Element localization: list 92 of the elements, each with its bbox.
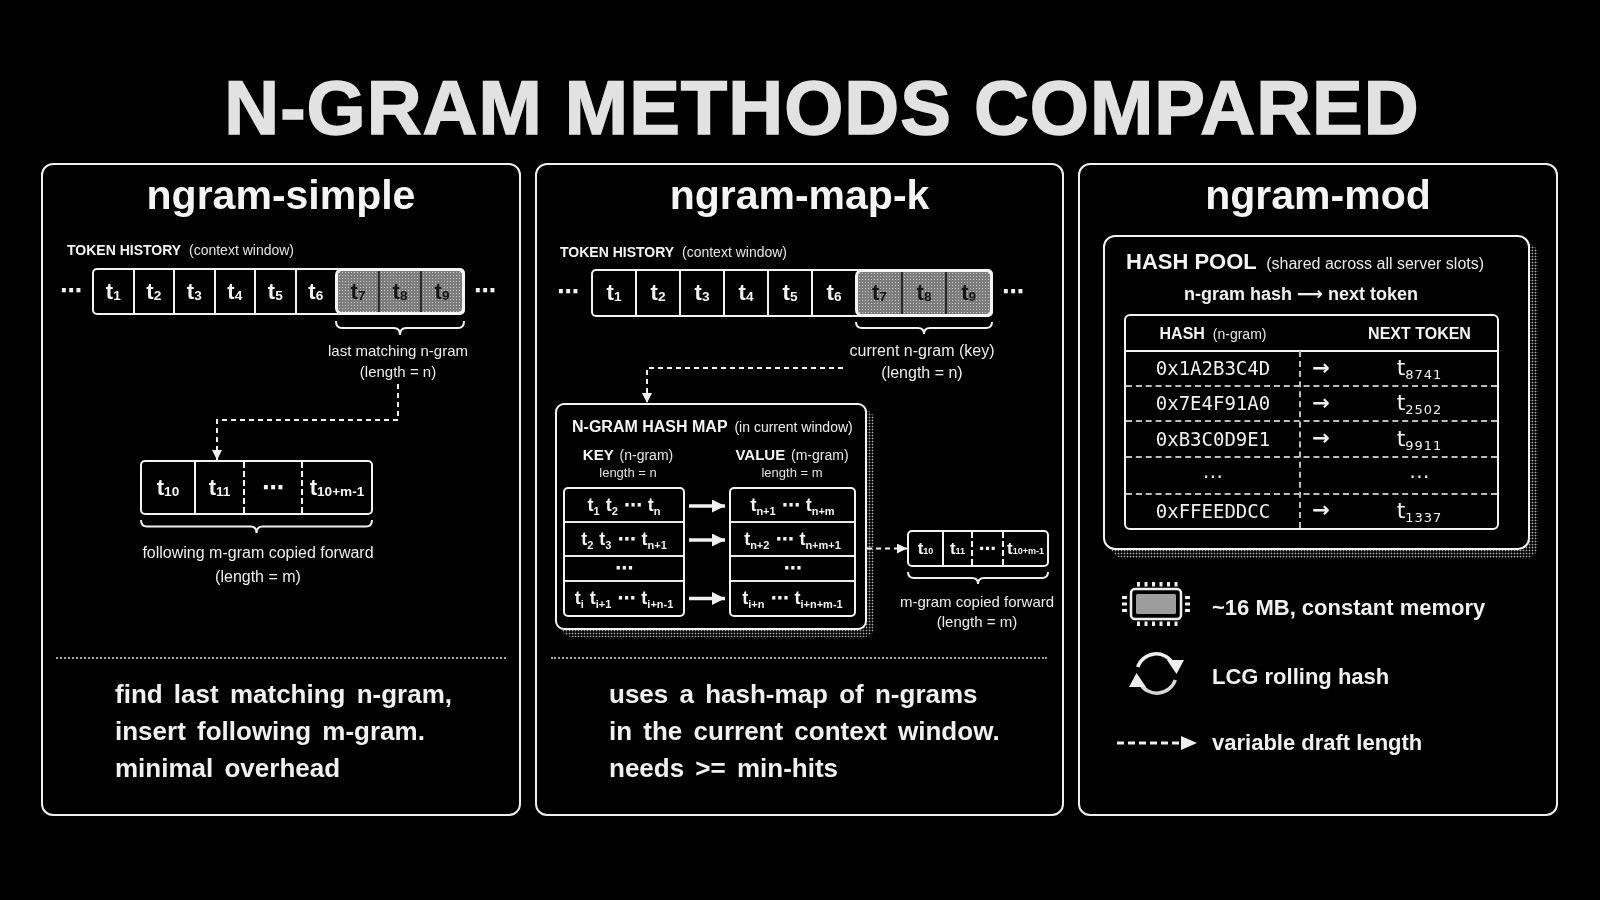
hash-value: 0x7E4F91A0 xyxy=(1155,392,1271,415)
legend-text: variable draft length xyxy=(1212,729,1423,757)
highlighted-token-group xyxy=(335,268,465,315)
output-token-strip xyxy=(140,460,373,515)
token-label: t$_{3}$ xyxy=(681,271,725,315)
token-label: t$_{6}$ xyxy=(307,277,325,306)
key-row: t$_{1}$ t$_{2}$ ⋯ t$_{n}$ xyxy=(565,489,683,523)
method-panel xyxy=(1078,163,1558,816)
description-text: uses a hash-map of n-grams in the current context window. needs >= min-hits xyxy=(609,678,1001,785)
token-label: t$_{4}$ xyxy=(215,270,256,313)
hash-pool-panel xyxy=(1103,235,1530,550)
hash-value: 0xFFEEDDCC xyxy=(1155,499,1271,523)
token-label: ⋯ xyxy=(973,532,1004,565)
token-id: t$_{9911}$ xyxy=(1396,425,1443,453)
token-label: t$_{6}$ xyxy=(825,279,843,307)
brace-caption: following m-gram copied forward (length = m) xyxy=(141,543,375,587)
token-label: t$_{7}$ xyxy=(858,272,903,314)
ellipsis: ⋯ xyxy=(1002,281,1024,303)
dashed-arrow xyxy=(642,367,844,404)
column-header: VALUE (m-gram) xyxy=(735,446,849,464)
token-label: t$_{9}$ xyxy=(960,279,978,307)
arrow xyxy=(689,499,725,513)
value-row: t$_{i+n}$ ⋯ t$_{i+n+m-1}$ xyxy=(731,582,854,615)
ellipsis: ⋯ xyxy=(60,280,82,302)
section-title: N-GRAM HASH MAP (in current window) xyxy=(572,417,853,437)
token-label: t$_{5}$ xyxy=(769,271,813,315)
token-label: t$_{1}$ xyxy=(593,271,637,315)
token-label: t$_{11}$ xyxy=(196,462,245,513)
mapping-arrow: → xyxy=(1312,498,1330,524)
hash-value: 0xB3C0D9E1 xyxy=(1155,427,1271,451)
output-token-strip xyxy=(907,530,1049,567)
token-label: t$_{5}$ xyxy=(256,270,297,313)
token-label: t$_{10+m-1}$ xyxy=(308,473,366,502)
mapping-arrow: → xyxy=(1312,390,1330,417)
feature-text: ~16 MB, constant memory xyxy=(1212,594,1486,622)
section-title: HASH POOL (shared across all server slots) xyxy=(1126,249,1485,276)
ellipsis: ⋯ xyxy=(557,281,579,303)
dashed-arrow xyxy=(866,543,908,554)
token-strip xyxy=(591,269,993,317)
token-label: t$_{7}$ xyxy=(338,271,380,312)
value-row: t$_{n+2}$ ⋯ t$_{n+m+1}$ xyxy=(731,523,854,557)
method-panel xyxy=(41,163,521,816)
strip-heading: TOKEN HISTORY (context window) xyxy=(560,243,788,261)
token-strip xyxy=(92,268,465,315)
value-row: ⋯ xyxy=(731,557,854,582)
table-header: HASH (n-gram) xyxy=(1159,323,1267,344)
feature-text: LCG rolling hash xyxy=(1212,663,1390,691)
ellipsis: ⋯ xyxy=(474,280,496,302)
panel-title: ngram-simple xyxy=(146,175,416,216)
token-label: ⋯ xyxy=(245,462,303,513)
table-header: NEXT TOKEN xyxy=(1368,323,1471,344)
value-row: t$_{n+1}$ ⋯ t$_{n+m}$ xyxy=(731,489,854,523)
highlighted-token-group xyxy=(855,269,993,317)
dashed-arrow xyxy=(212,383,399,461)
column-subheader: length = m xyxy=(761,465,823,480)
strip-heading: TOKEN HISTORY (context window) xyxy=(67,241,295,259)
ellipsis: ⋯ xyxy=(1203,463,1223,488)
key-row: ⋯ xyxy=(565,557,683,582)
column-header: KEY (n-gram) xyxy=(582,446,674,464)
token-id: t$_{8741}$ xyxy=(1396,355,1443,382)
token-label: t$_{2}$ xyxy=(637,271,681,315)
arrow xyxy=(689,592,725,605)
method-panel xyxy=(535,163,1064,816)
key-row: t$_{i}$ t$_{i+1}$ ⋯ t$_{i+n-1}$ xyxy=(565,582,683,615)
panel-title: ngram-map-k xyxy=(669,175,930,216)
token-label: t$_{10}$ xyxy=(142,462,196,513)
token-id: t$_{1337}$ xyxy=(1396,497,1443,525)
page-title: N-GRAM METHODS COMPARED xyxy=(224,70,1420,146)
key-column xyxy=(563,487,685,617)
mapping-arrow: → xyxy=(1312,426,1330,452)
token-label: t$_{3}$ xyxy=(175,270,216,313)
arrow xyxy=(689,533,725,547)
token-label: t$_{8}$ xyxy=(902,272,948,314)
mapping-arrow: → xyxy=(1312,355,1330,382)
token-id: t$_{2502}$ xyxy=(1396,390,1443,417)
token-label: t$_{2}$ xyxy=(134,270,175,313)
key-row: t$_{2}$ t$_{3}$ ⋯ t$_{n+1}$ xyxy=(565,523,683,557)
token-label: t$_{1}$ xyxy=(94,270,135,313)
brace-caption: m-gram copied forward (length = m) xyxy=(898,592,1056,632)
description-text: find last matching n-gram, insert following m-gram. minimal overhead xyxy=(115,678,454,785)
token-label: t$_{9}$ xyxy=(433,277,451,306)
brace-label: last matching n-gram (length = n) xyxy=(318,340,478,384)
token-label: t$_{8}$ xyxy=(380,271,422,312)
token-label: t$_{4}$ xyxy=(725,271,769,315)
hash-value: 0x1A2B3C4D xyxy=(1155,357,1271,380)
value-column xyxy=(729,487,856,617)
mapping-caption: n-gram hash ⟶ next token xyxy=(1184,283,1418,305)
panel-title: ngram-mod xyxy=(1205,175,1431,216)
column-subheader: length = n xyxy=(599,465,657,480)
ellipsis: ⋯ xyxy=(1409,463,1430,488)
brace-label: current n-gram (key) (length = n) xyxy=(843,340,1001,384)
hash-map-panel xyxy=(555,403,867,630)
